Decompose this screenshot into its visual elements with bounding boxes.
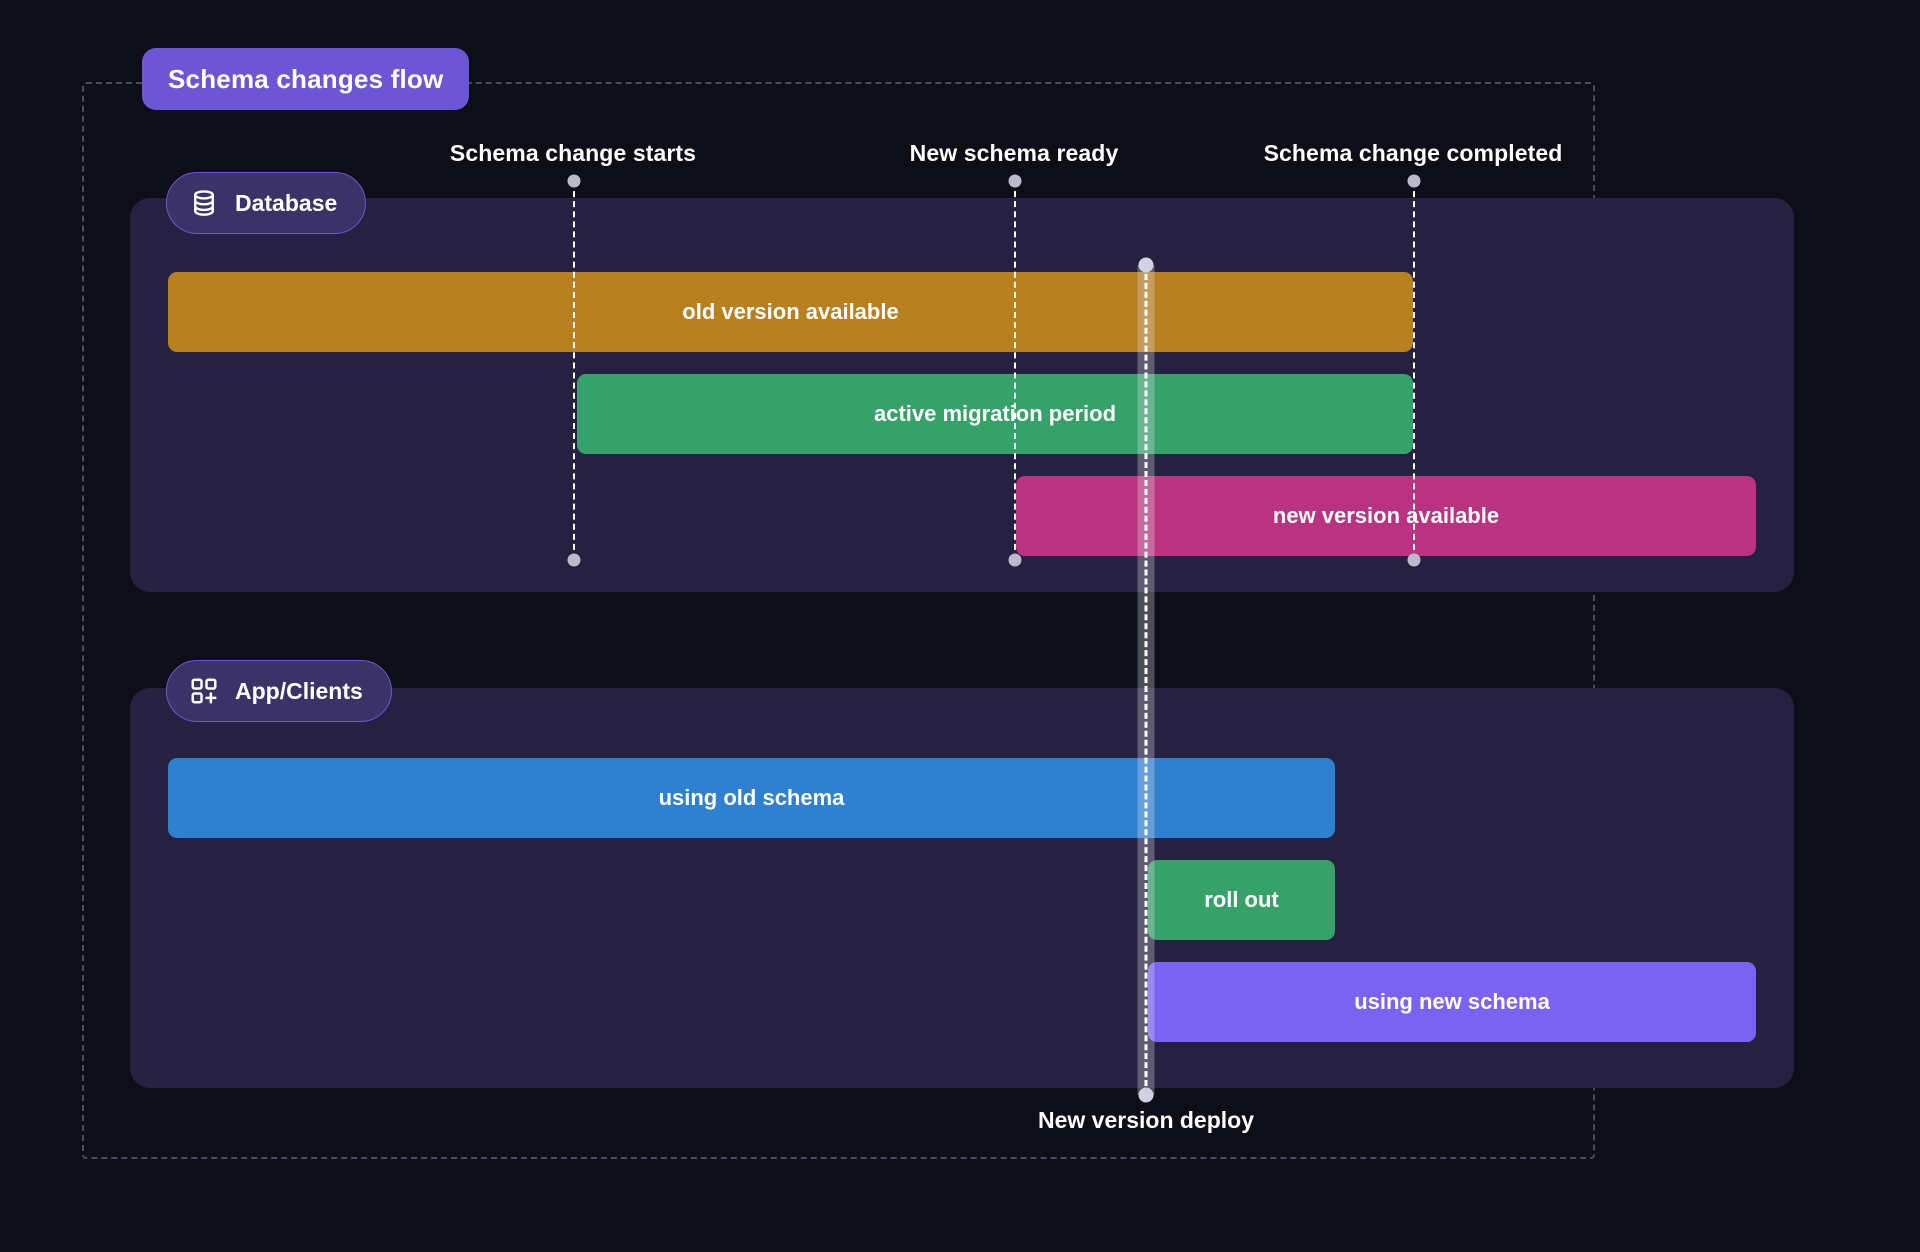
- bar-active-migration-period[interactable]: active migration period: [577, 374, 1413, 454]
- milestone-dot-schema-change-starts-start: [567, 174, 581, 188]
- milestone-line-schema-change-completed: [1413, 181, 1415, 560]
- milestone-line-schema-change-starts: [573, 181, 575, 560]
- bar-label: active migration period: [873, 401, 1117, 426]
- milestone-label-schema-change-starts: Schema change starts: [449, 140, 697, 166]
- lane-badge-database[interactable]: Database: [166, 172, 367, 234]
- diagram-outer-frame: [82, 82, 1595, 1159]
- bar-label: using old schema: [658, 785, 845, 810]
- diagram-title-badge: Schema changes flow: [142, 48, 470, 110]
- grid-plus-icon: [189, 676, 219, 706]
- milestone-label-schema-change-completed: Schema change completed: [1263, 140, 1563, 166]
- lane-badge-label: App/Clients: [235, 677, 363, 704]
- deploy-marker-line: [1144, 265, 1148, 1095]
- milestone-dot-new-schema-ready-end: [1008, 553, 1022, 567]
- bar-old-version-available[interactable]: old version available: [168, 272, 1413, 352]
- deploy-marker-dot-end: [1138, 1087, 1154, 1103]
- database-icon: [189, 188, 219, 218]
- milestone-dot-schema-change-starts-end: [567, 553, 581, 567]
- lane-badge-label: Database: [235, 189, 338, 216]
- milestone-dot-schema-change-completed-end: [1407, 553, 1421, 567]
- bar-new-version-available[interactable]: new version available: [1016, 476, 1756, 556]
- bar-label: using new schema: [1354, 989, 1550, 1014]
- milestone-dot-new-schema-ready-start: [1008, 174, 1022, 188]
- lane-badge-app[interactable]: App/Clients: [166, 660, 392, 722]
- bar-label: roll out: [1204, 887, 1279, 912]
- bar-using-new-schema[interactable]: using new schema: [1148, 962, 1756, 1042]
- deploy-marker-dot-start: [1138, 257, 1154, 273]
- bar-using-old-schema[interactable]: using old schema: [168, 758, 1335, 838]
- bar-label: old version available: [682, 299, 899, 324]
- bar-label: new version available: [1272, 503, 1500, 528]
- milestone-label-new-schema-ready: New schema ready: [909, 140, 1119, 166]
- bar-roll-out[interactable]: roll out: [1148, 860, 1335, 940]
- milestone-dot-schema-change-completed-start: [1407, 174, 1421, 188]
- deploy-marker-label: New version deploy: [1037, 1107, 1255, 1133]
- milestone-line-new-schema-ready: [1014, 181, 1016, 560]
